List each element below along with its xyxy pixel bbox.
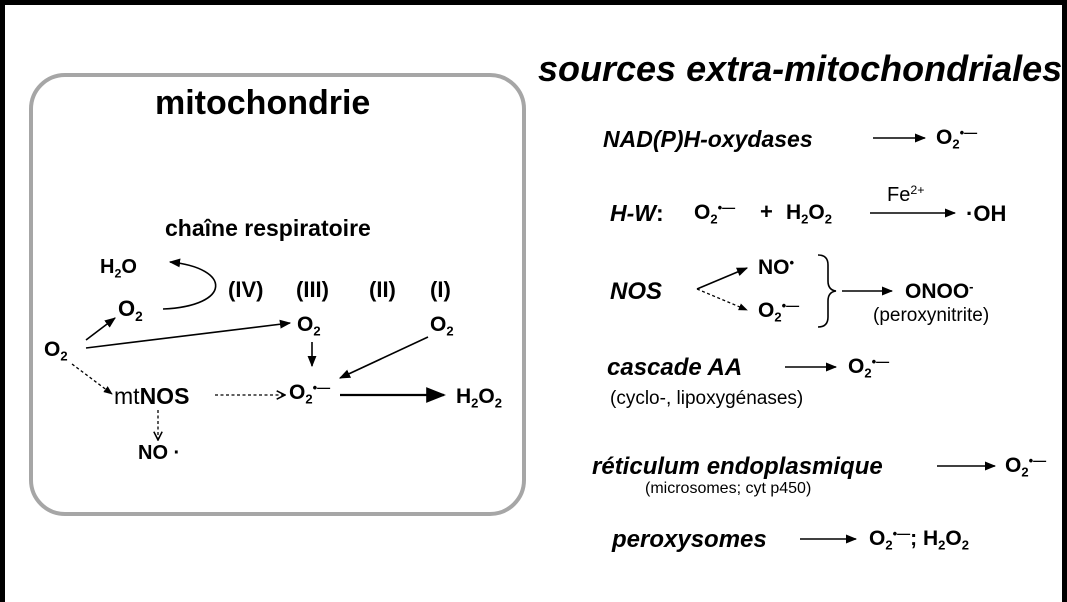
hw-h2o2-label: H2O2: [786, 201, 833, 227]
h2o2-label: H2O2: [456, 385, 503, 411]
complex-i-to-superoxide-arrow: [338, 336, 429, 379]
complex-i-label: (I): [430, 277, 451, 302]
o2-left-to-complex-iii-arrow: [85, 319, 292, 349]
mtnos-label: mtNOS: [114, 383, 190, 409]
haber-weiss-label: H-W:: [610, 200, 664, 226]
nadph-oxidases-label: NAD(P)H-oxydases: [603, 126, 813, 152]
o2-left-label: O2: [44, 338, 68, 364]
o2-complex-i-label: O2: [430, 313, 454, 339]
aa-superoxide-label: O2•—: [848, 353, 890, 381]
mitochondria-box: [29, 73, 526, 516]
respiratory-chain-title: chaîne respiratoire: [165, 215, 371, 241]
nos-no-label: NO•: [758, 254, 795, 279]
complex-ii-label: (II): [369, 277, 396, 302]
er-label: réticulum endoplasmique: [592, 453, 883, 480]
hw-fe-label: Fe2+: [887, 183, 925, 206]
nos-to-superoxide-arrow: [696, 288, 748, 311]
er-note-label: (microsomes; cyt p450): [645, 480, 812, 497]
aa-cascade-label: cascade AA: [607, 354, 743, 381]
h2o-label: H2O: [100, 256, 137, 281]
nadph-superoxide-label: O2•—: [936, 124, 978, 152]
o2-cycle-label: O2: [118, 296, 143, 324]
mitochondria-title: mitochondrie: [155, 84, 371, 122]
hydroxyl-label: ·OH: [966, 201, 1007, 226]
er-superoxide-label: O2•—: [1005, 452, 1047, 480]
nos-label: NOS: [610, 278, 663, 305]
peroxynitrite-label: (peroxynitrite): [873, 305, 990, 326]
superoxide-label: O2•—: [289, 379, 331, 407]
o2-to-h2o-cycle-arrow: [162, 258, 217, 310]
onoo-label: ONOO-: [905, 278, 974, 303]
nos-to-no-arrow: [696, 267, 749, 290]
hw-plus: +: [760, 199, 773, 224]
extra-mito-title: sources extra-mitochondriales: [538, 48, 1063, 89]
no-label: NO ·: [138, 442, 181, 464]
nos-brace: [817, 254, 837, 328]
peroxisomes-products-label: O2•—; H2O2: [869, 525, 970, 553]
nos-superoxide-label: O2•—: [758, 297, 800, 325]
complex-iii-label: (III): [296, 277, 329, 302]
o2-left-to-mtnos-arrow: [71, 363, 113, 395]
hw-superoxide-label: O2•—: [694, 199, 736, 227]
o2-complex-iii-label: O2: [297, 313, 321, 339]
peroxisomes-label: peroxysomes: [612, 526, 767, 553]
aa-note-label: (cyclo-, lipoxygénases): [610, 388, 804, 409]
complex-iv-label: (IV): [228, 277, 264, 302]
o2-left-to-o2-cycle-arrow: [85, 317, 116, 341]
